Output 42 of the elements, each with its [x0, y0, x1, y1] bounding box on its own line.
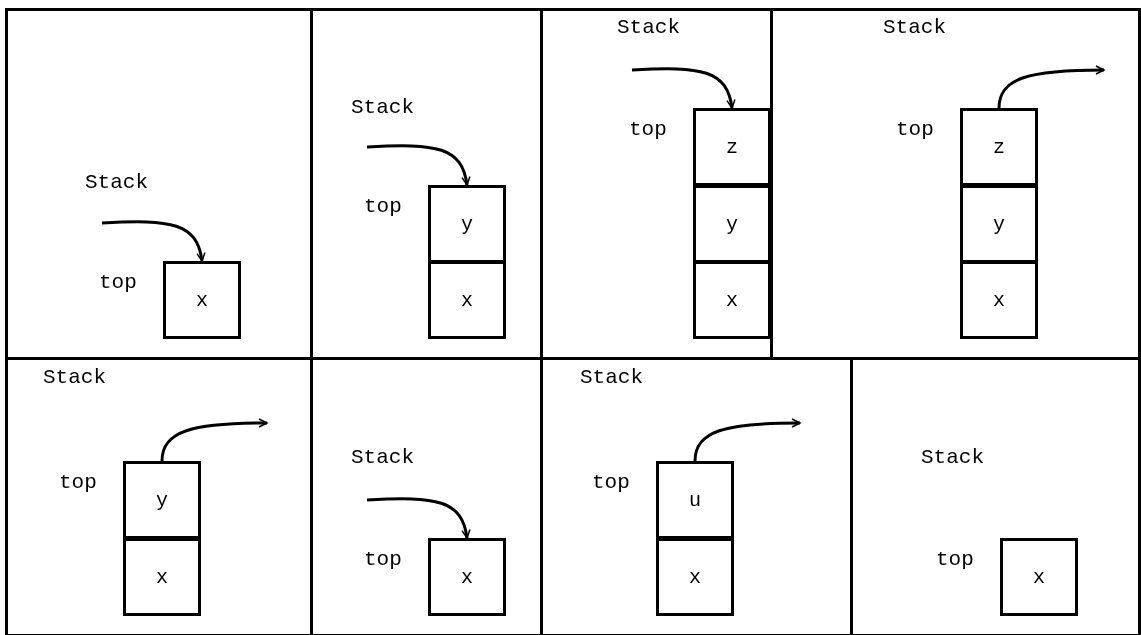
- pointer-label: top: [364, 195, 402, 218]
- stack-cell: u: [656, 461, 734, 539]
- arrow: [997, 65, 1105, 109]
- arrow: [101, 220, 206, 262]
- stack-cell: z: [960, 108, 1038, 186]
- stack-heading: Stack: [921, 446, 984, 469]
- stack-heading: Stack: [351, 96, 414, 119]
- arrow: [693, 418, 801, 462]
- arrow: [366, 144, 471, 186]
- stack-cell: y: [960, 185, 1038, 263]
- stack-cell: x: [123, 538, 201, 616]
- stack-cell: z: [693, 108, 771, 186]
- pointer-label: top: [896, 118, 934, 141]
- pointer-label: top: [936, 548, 974, 571]
- arrow: [160, 418, 268, 462]
- pointer-label: top: [629, 118, 667, 141]
- stack-cell: x: [693, 261, 771, 339]
- stack-cell: y: [693, 185, 771, 263]
- stack-cell: x: [656, 538, 734, 616]
- pointer-label: top: [592, 471, 630, 494]
- stack-heading: Stack: [883, 16, 946, 39]
- stack-cell: x: [960, 261, 1038, 339]
- stack-cell: x: [428, 538, 506, 616]
- stack-cell: y: [428, 185, 506, 263]
- stack-cell: y: [123, 461, 201, 539]
- stack-cell: x: [1000, 538, 1078, 616]
- stack-panel: [850, 357, 1141, 635]
- stack-heading: Stack: [85, 171, 148, 194]
- stack-cell: x: [163, 261, 241, 339]
- stack-heading: Stack: [351, 446, 414, 469]
- stack-heading: Stack: [580, 366, 643, 389]
- arrow: [631, 67, 736, 109]
- pointer-label: top: [99, 271, 137, 294]
- stack-heading: Stack: [43, 366, 106, 389]
- stack-heading: Stack: [617, 16, 680, 39]
- stack-panel: [770, 8, 1141, 360]
- stack-cell: x: [428, 261, 506, 339]
- pointer-label: top: [364, 548, 402, 571]
- stack-panel: [5, 357, 313, 635]
- stack-panel: [5, 8, 313, 360]
- pointer-label: top: [59, 471, 97, 494]
- arrow: [366, 497, 471, 539]
